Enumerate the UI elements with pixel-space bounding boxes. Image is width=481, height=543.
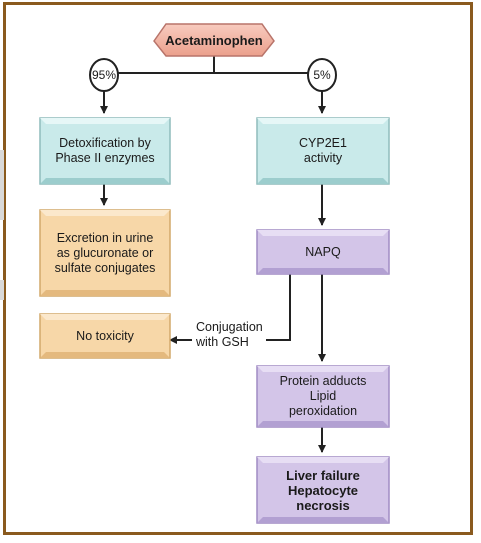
left-edge-mark	[0, 280, 4, 300]
pct-label-right: 5%	[313, 67, 331, 82]
left-edge-mark	[0, 150, 4, 220]
figure-frame	[3, 2, 473, 535]
root-node-shape	[153, 23, 275, 57]
node-liver-failure: Liver failure Hepatocyte necrosis	[286, 467, 360, 513]
teal-boxes	[39, 117, 390, 185]
node-protein-adducts: Protein adducts Lipid peroxidation	[279, 374, 367, 418]
node-detoxification: Detoxification by Phase II enzymes	[55, 136, 155, 165]
node-cyp2e1: CYP2E1 activity	[299, 136, 347, 165]
node-excretion: Excretion in urine as glucuronate or sul…	[54, 230, 156, 275]
root-node-acetaminophen: Acetaminophen	[165, 32, 263, 48]
pct-circle-right	[307, 58, 337, 92]
label-conjugation-gsh: Conjugation with GSH	[196, 320, 263, 349]
purple-boxes	[256, 229, 390, 524]
conjugation-connector	[266, 274, 291, 341]
pct-label-left: 95%	[91, 67, 117, 82]
node-no-toxicity: No toxicity	[76, 328, 134, 343]
node-napq: NAPQ	[305, 244, 341, 259]
pct-circle-left	[89, 58, 119, 92]
tan-boxes	[39, 209, 171, 359]
